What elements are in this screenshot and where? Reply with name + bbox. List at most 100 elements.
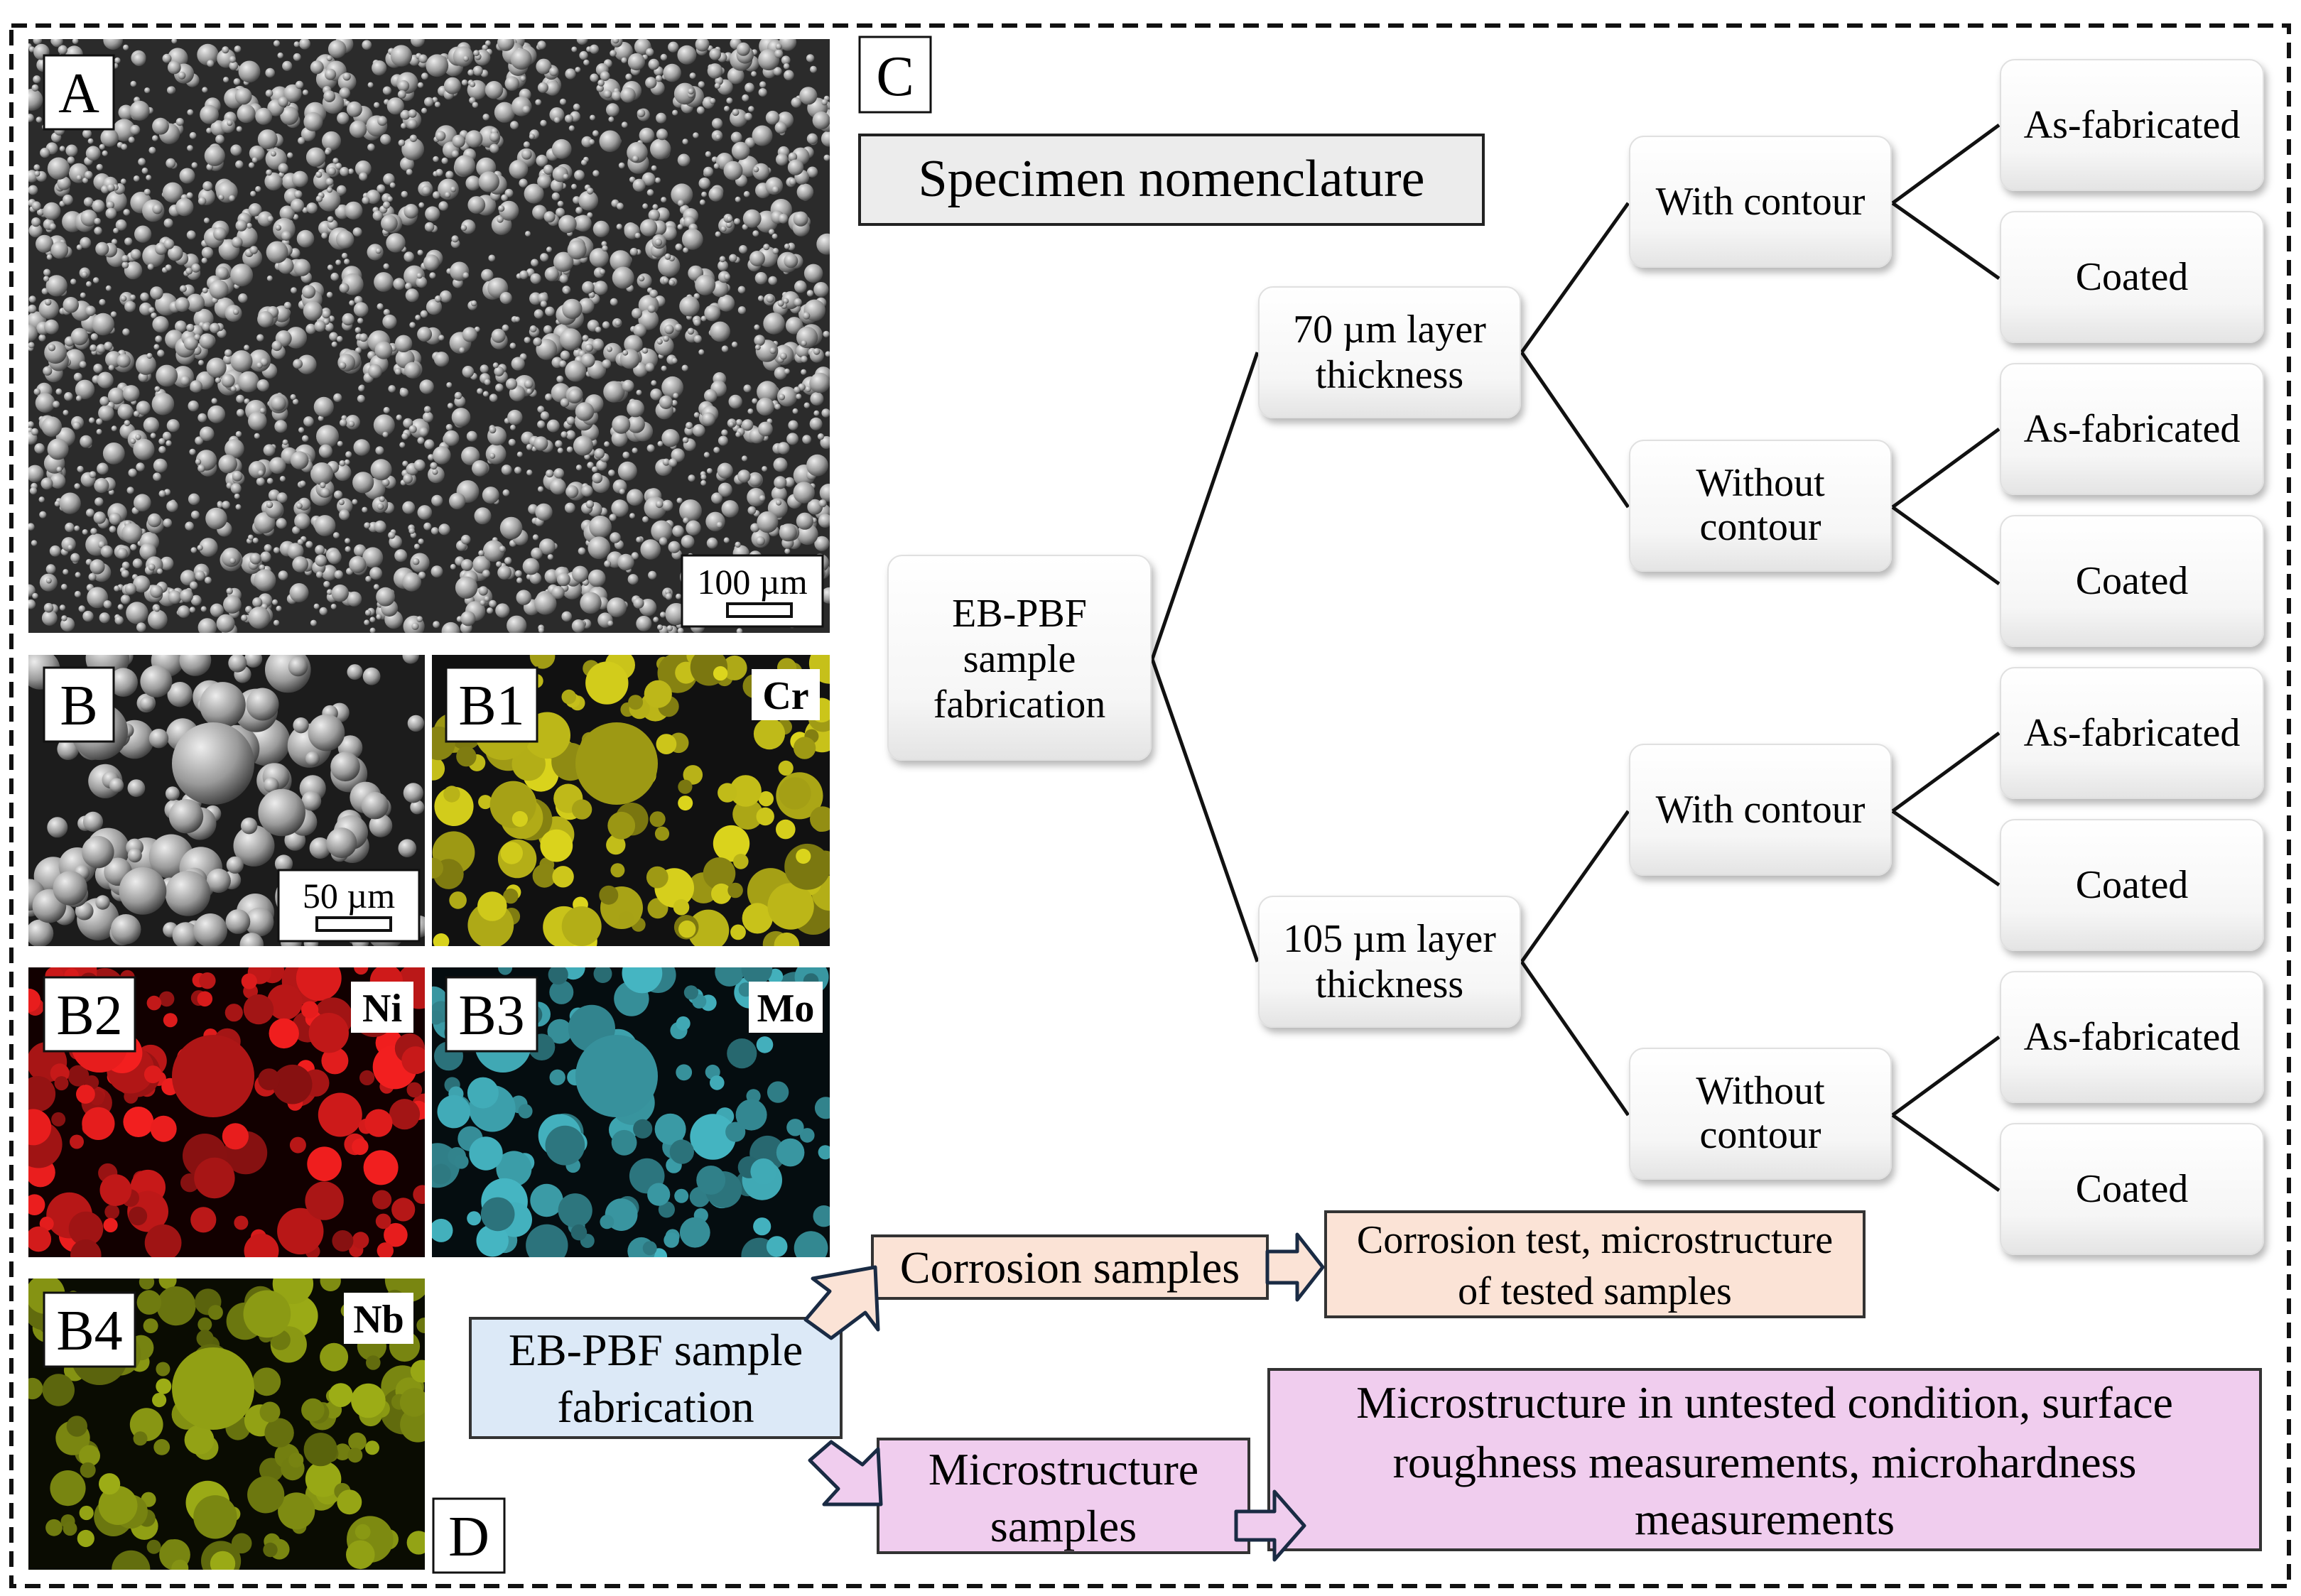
particle	[136, 622, 146, 632]
particle	[66, 1416, 88, 1437]
particle	[549, 1069, 565, 1086]
particle	[488, 254, 496, 262]
particle	[247, 1476, 285, 1514]
particle	[166, 440, 172, 447]
particle	[264, 544, 272, 553]
particle	[80, 210, 97, 227]
particle	[303, 112, 323, 131]
particle	[538, 538, 556, 555]
particle	[305, 323, 316, 335]
particle	[180, 570, 196, 586]
particle	[433, 191, 440, 199]
particle	[549, 67, 558, 77]
particle	[303, 416, 314, 427]
particle	[97, 371, 114, 389]
particle	[215, 377, 221, 384]
particle	[44, 298, 52, 306]
particle	[813, 1205, 830, 1227]
particle	[256, 379, 269, 392]
particle	[108, 364, 114, 371]
particle	[226, 856, 244, 874]
particle	[497, 565, 511, 580]
particle	[467, 1211, 482, 1226]
particle	[340, 167, 350, 177]
particle	[724, 106, 730, 112]
particle	[162, 182, 183, 203]
flow-corrosion-result-line2: of tested samples	[1458, 1269, 1732, 1313]
particle	[186, 230, 196, 240]
particle	[774, 367, 787, 380]
node-layer-105-line1: 105 µm layer	[1283, 917, 1496, 961]
particle	[796, 326, 818, 349]
particle	[737, 306, 746, 315]
particle	[109, 512, 121, 526]
particle	[57, 176, 71, 190]
node-layer-105: 105 µm layer thickness	[1258, 896, 1521, 1028]
particle	[557, 200, 564, 207]
particle	[704, 305, 721, 322]
particle	[273, 547, 280, 554]
particle	[377, 503, 384, 510]
particle	[247, 534, 254, 541]
particle	[581, 484, 593, 497]
particle	[632, 308, 642, 319]
particle	[627, 415, 645, 433]
particle	[33, 164, 40, 171]
particle	[139, 696, 155, 712]
particle	[90, 344, 97, 352]
node-root: EB-PBF sample fabrication	[887, 555, 1152, 761]
particle	[175, 118, 184, 126]
particle	[575, 722, 658, 805]
particle	[59, 492, 81, 514]
particle	[489, 131, 499, 142]
particle	[503, 888, 519, 904]
particle	[521, 149, 532, 160]
particle	[408, 528, 415, 534]
particle	[633, 1119, 653, 1139]
particle	[534, 592, 557, 615]
particle	[773, 457, 788, 472]
particle	[525, 231, 531, 237]
particle	[529, 134, 535, 140]
particle	[303, 301, 323, 321]
particle	[460, 534, 471, 545]
particle	[578, 190, 599, 211]
particle	[342, 313, 354, 326]
particle	[619, 489, 625, 495]
particle	[806, 54, 815, 63]
particle	[220, 118, 236, 134]
particle	[813, 282, 829, 298]
particle	[766, 1236, 788, 1257]
particle	[28, 988, 41, 1012]
particle	[195, 458, 202, 465]
particle	[43, 276, 50, 282]
particle	[53, 401, 60, 408]
particle	[114, 616, 124, 625]
particle	[403, 418, 413, 428]
particle	[489, 599, 497, 608]
particle	[567, 240, 587, 260]
particle	[416, 616, 423, 622]
particle	[642, 516, 649, 523]
particle	[533, 337, 542, 347]
particle	[136, 1290, 162, 1315]
particle	[272, 1064, 313, 1104]
connector-c2-asfab	[1891, 427, 2000, 509]
particle	[96, 418, 103, 425]
particle	[320, 1279, 341, 1291]
particle	[544, 266, 559, 281]
particle	[759, 81, 767, 88]
particle	[80, 1462, 96, 1478]
particle	[315, 554, 327, 567]
particle	[85, 305, 96, 317]
particle	[553, 468, 565, 479]
particle	[757, 381, 779, 403]
particle	[35, 393, 55, 413]
particle	[302, 285, 316, 299]
particle	[272, 599, 278, 606]
particle	[789, 178, 797, 185]
particle	[447, 403, 454, 409]
particle	[348, 168, 354, 175]
particle	[494, 102, 516, 123]
particle	[90, 528, 97, 535]
